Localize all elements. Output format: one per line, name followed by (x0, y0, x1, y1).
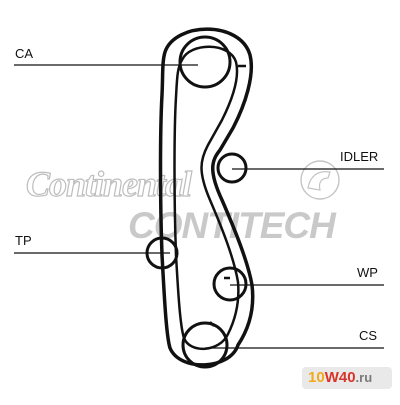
watermark-brand: Continental (26, 164, 192, 204)
callout-labels: CA IDLER TP WP CS (15, 46, 378, 343)
site-badge: 10W40.ru (302, 367, 392, 389)
watermark: Continental CONTITECH (25, 160, 340, 246)
belt-inner-edge (173, 45, 240, 351)
idler-pulley (216, 152, 248, 184)
badge-part-1: 10 (308, 369, 325, 386)
label-ca: CA (15, 46, 33, 61)
label-cs: CS (359, 328, 377, 343)
water-pump-pulley (212, 266, 248, 302)
timing-marks (209, 64, 246, 327)
badge-part-3: .ru (355, 370, 373, 385)
timing-belt (158, 27, 255, 367)
pulleys (145, 35, 248, 369)
belt-outer-edge (158, 27, 255, 367)
crankshaft-pulley (181, 321, 229, 369)
label-idler: IDLER (340, 149, 378, 164)
camshaft-pulley (178, 35, 232, 89)
horse-logo-icon (300, 160, 340, 200)
label-wp: WP (357, 265, 378, 280)
label-tp: TP (15, 233, 32, 248)
callout-lines (14, 64, 384, 349)
badge-part-2: W40 (324, 369, 356, 386)
